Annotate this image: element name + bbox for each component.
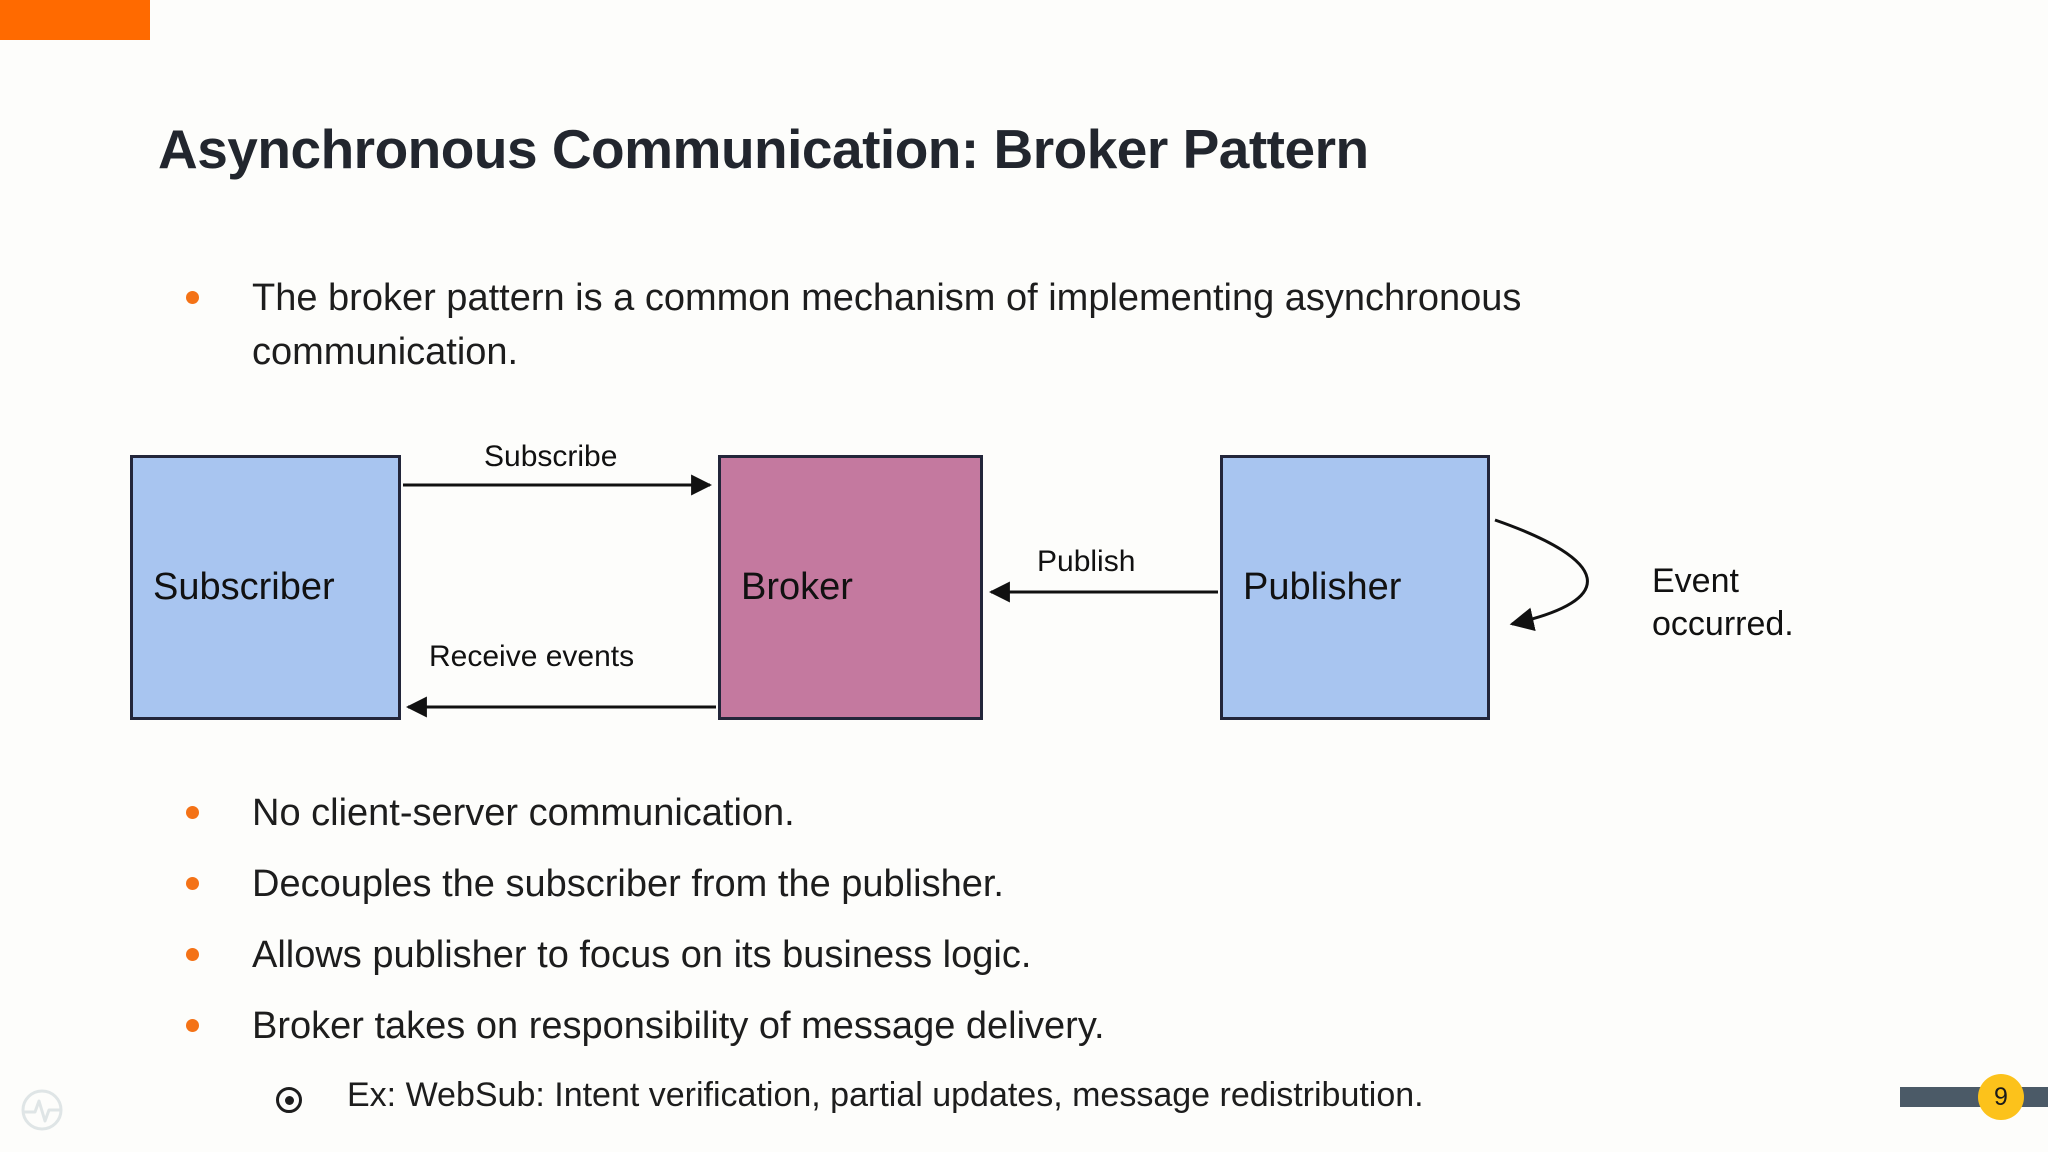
list-item-label: Allows publisher to focus on its busines…	[252, 934, 1032, 976]
pulse-circle-logo-icon	[21, 1089, 63, 1131]
diagram-node-label: Broker	[741, 566, 853, 608]
bullet-dot-icon	[186, 1019, 199, 1032]
list-item: Decouples the subscriber from the publis…	[186, 858, 1004, 912]
ring-bullet-icon	[276, 1087, 302, 1113]
annotation-event-occurred: Event occurred.	[1652, 560, 1794, 646]
list-item: The broker pattern is a common mechanism…	[186, 272, 1746, 380]
diagram-node-broker[interactable]: Broker	[718, 455, 983, 720]
bullet-dot-icon	[186, 806, 199, 819]
bullet-dot-icon	[186, 291, 199, 304]
list-item: Broker takes on responsibility of messag…	[186, 1000, 1105, 1054]
diagram-node-label: Subscriber	[153, 566, 335, 608]
list-item: No client-server communication.	[186, 787, 795, 841]
diagram-node-subscriber[interactable]: Subscriber	[130, 455, 401, 720]
edge-label-subscribe: Subscribe	[484, 440, 618, 473]
annotation-line-1: Event	[1652, 562, 1739, 600]
edge-label-publish: Publish	[1037, 545, 1136, 578]
page-title: Asynchronous Communication: Broker Patte…	[158, 118, 1369, 180]
list-item-label: Decouples the subscriber from the publis…	[252, 863, 1004, 905]
page-indicator-bar	[1900, 1087, 2048, 1107]
list-item-label: Broker takes on responsibility of messag…	[252, 1005, 1105, 1047]
edge-label-receive-events: Receive events	[429, 640, 635, 673]
bullet-dot-icon	[186, 877, 199, 890]
bullet-dot-icon	[186, 948, 199, 961]
sub-list-item-label: Ex: WebSub: Intent verification, partial…	[347, 1076, 1424, 1114]
sub-list-item: Ex: WebSub: Intent verification, partial…	[276, 1073, 1424, 1117]
diagram-node-publisher[interactable]: Publisher	[1220, 455, 1490, 720]
annotation-line-2: occurred.	[1652, 604, 1794, 643]
list-item-label: No client-server communication.	[252, 792, 795, 834]
diagram-node-label: Publisher	[1243, 566, 1402, 608]
list-item-label: The broker pattern is a common mechanism…	[252, 277, 1522, 373]
accent-bar	[0, 0, 150, 40]
page-number-badge: 9	[1978, 1074, 2024, 1120]
list-item: Allows publisher to focus on its busines…	[186, 929, 1031, 983]
page-indicator[interactable]: 9	[1900, 1074, 2048, 1120]
